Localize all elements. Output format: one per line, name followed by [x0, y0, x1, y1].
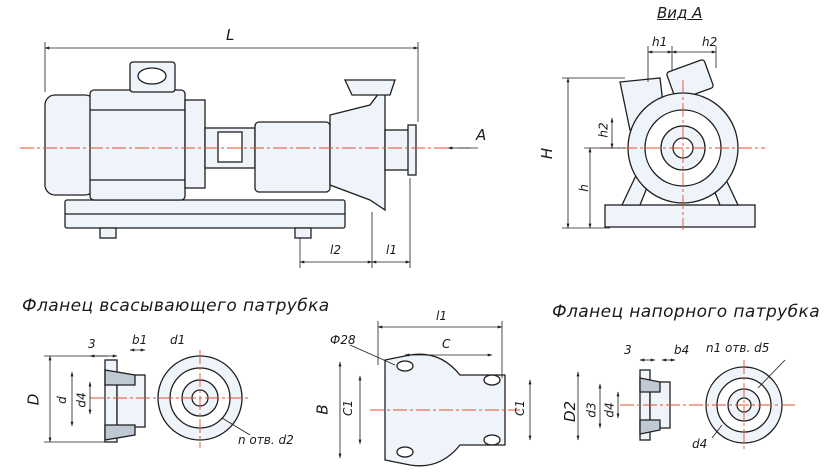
dim-d4-left: d4: [74, 392, 89, 408]
suction-holes-label: n отв. d2: [238, 433, 294, 447]
dim-H: H: [538, 147, 557, 160]
dim-3-right: 3: [624, 343, 632, 357]
dim-h2-side: h2: [596, 122, 611, 138]
dim-C: C: [442, 337, 451, 351]
pump-casing: [329, 83, 386, 212]
dim-d-left: d: [54, 396, 69, 404]
dim-3-left: 3: [88, 337, 96, 351]
dim-l2: l2: [330, 243, 341, 257]
view-arrow-a-label: A: [476, 126, 487, 144]
dim-h2-top: h2: [702, 35, 718, 49]
dim-d4-bottom: d4: [692, 437, 708, 451]
dim-D-left: D: [24, 393, 43, 406]
dim-l1-base: l1: [436, 309, 447, 323]
view-a-title: Вид А: [657, 4, 703, 22]
dim-d3: d3: [584, 402, 599, 418]
dim-L: L: [226, 26, 235, 44]
dim-h1: h1: [652, 35, 668, 49]
dim-d4-right: d4: [602, 402, 617, 418]
motor-end-cap: [44, 94, 96, 196]
suction-flange-section: [104, 359, 146, 443]
base-foot-right: [294, 227, 312, 239]
dim-D2: D2: [561, 400, 580, 423]
suction-flange: [407, 124, 417, 176]
view-a: [604, 59, 756, 228]
dim-l1-main: l1: [386, 243, 397, 257]
discharge-nozzle: [343, 79, 396, 96]
base-foot-left: [99, 227, 117, 239]
center-lines: [20, 80, 795, 450]
dim-phi28: Ф28: [330, 333, 356, 347]
dim-d1-left: d1: [170, 333, 186, 347]
view-a-base: [604, 204, 756, 228]
suction-nozzle: [384, 129, 411, 171]
pressure-holes-label: n1 отв. d5: [706, 341, 770, 355]
dimension-lines: [44, 42, 786, 459]
motor-body: [89, 89, 186, 201]
pressure-flange-title: Фланец напорного патрубка: [552, 302, 821, 322]
dim-C1-right: C1: [513, 399, 528, 417]
dim-B: B: [313, 404, 332, 415]
dim-h: h: [576, 184, 591, 192]
suction-flange-title: Фланец всасывающего патрубка: [22, 296, 330, 316]
dim-b1: b1: [132, 333, 148, 347]
dim-b4: b4: [674, 343, 690, 357]
motor-flange: [184, 99, 206, 189]
bearing-housing: [254, 121, 331, 193]
pump-unit-side-view: [44, 61, 417, 239]
dim-C1-left: C1: [341, 399, 356, 417]
